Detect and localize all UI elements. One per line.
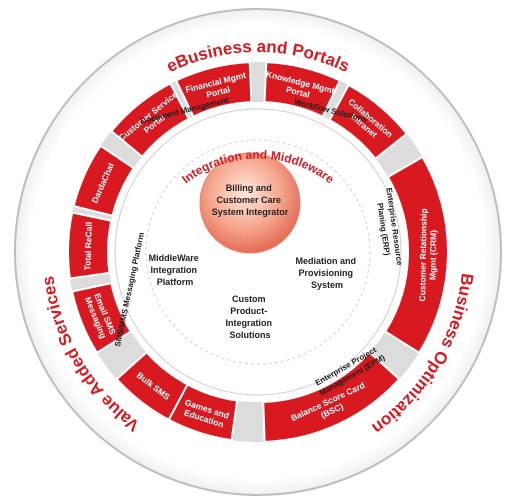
- segment-bsc: [262, 350, 401, 443]
- segment-label-crm: Customer RelationshipMgmt (CRM): [417, 208, 439, 301]
- segment-collaboration-intranet: [328, 83, 409, 161]
- segment-label-total-recall: Total ReCall: [82, 222, 94, 271]
- segment-customer-service-portal: [109, 82, 191, 158]
- segment-financial-mgmt-portal: [174, 61, 253, 118]
- segment-total-recall: [67, 211, 113, 280]
- segment-email-sms-messaging: [70, 282, 133, 355]
- segment-knowledge-mgmt-portal: [263, 61, 342, 118]
- custom-solutions-label: Custom Product- Integration Solutions: [225, 294, 274, 340]
- segment-darda-chat: [72, 144, 136, 217]
- middleware-platform-label: MiddleWare Integration Platform: [149, 253, 202, 287]
- segment-bulk-sms: [115, 350, 189, 422]
- core-label: Billing and Customer Care System Integra…: [212, 183, 289, 217]
- segment-games-and-education: [167, 383, 239, 442]
- mediation-label: Mediation and Provisioning System: [295, 256, 358, 290]
- inner-dashed-ring: [145, 139, 371, 365]
- segment-crm: [383, 155, 449, 355]
- core-circle: [199, 152, 301, 254]
